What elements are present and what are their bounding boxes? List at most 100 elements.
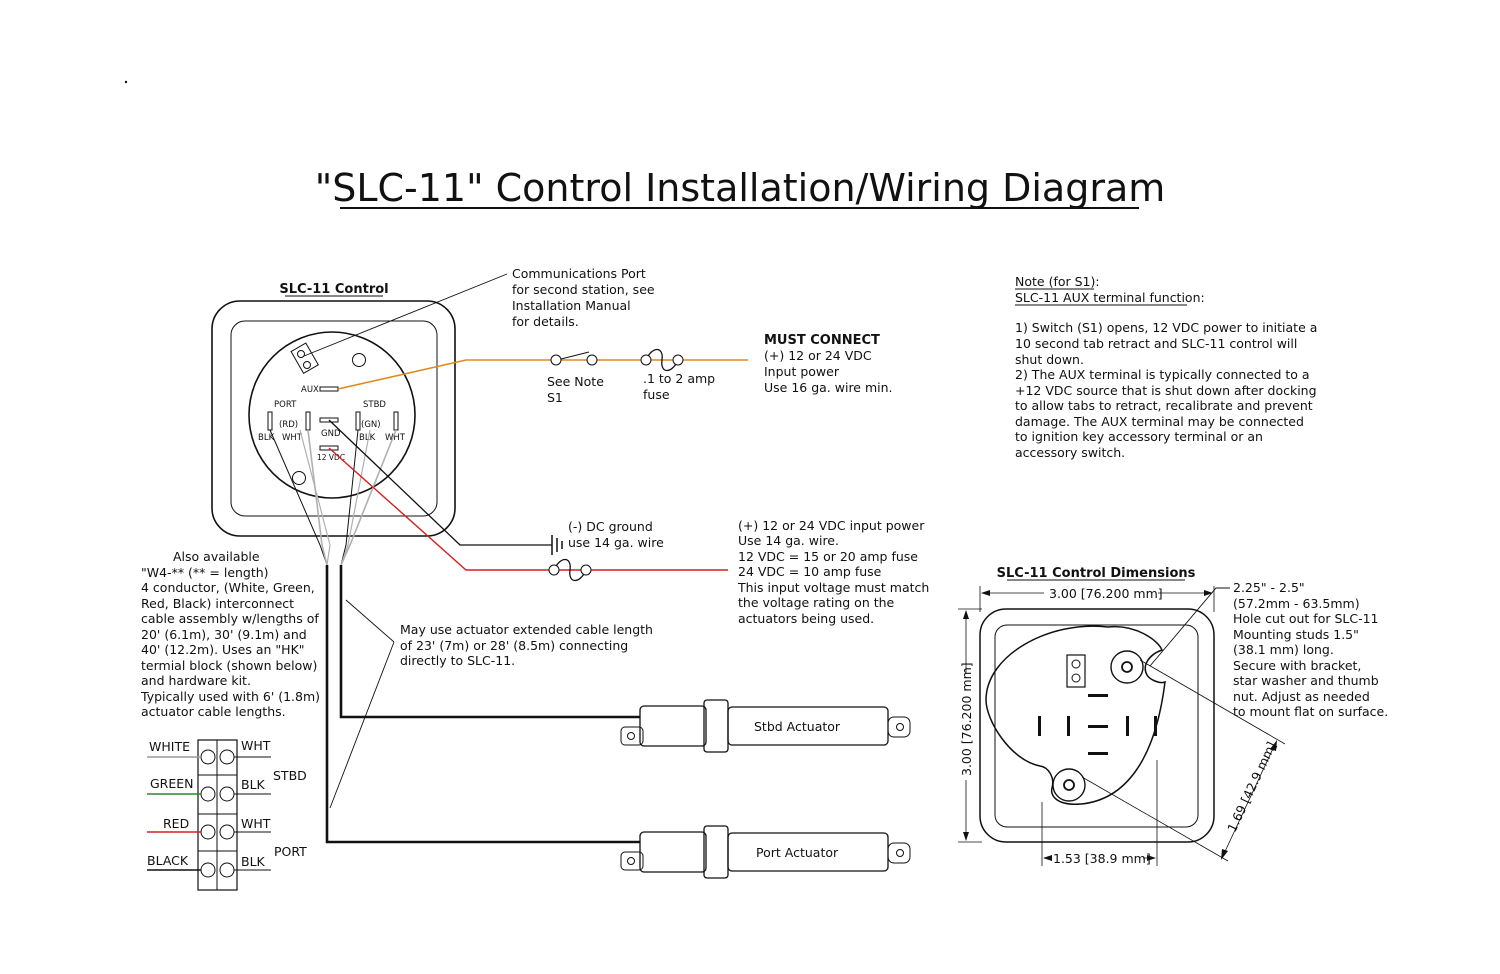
hole-note: 2.25" - 2.5" (57.2mm - 63.5mm) Hole cut …	[1233, 580, 1388, 719]
terminal-right-label: WHT	[241, 816, 271, 831]
note-s1-line: 2) The AUX terminal is typically connect…	[1015, 367, 1310, 382]
dim-control-outline	[985, 625, 1166, 805]
extended-cable-note: May use actuator extended cable length o…	[400, 622, 657, 668]
dimensions-heading: SLC-11 Control Dimensions	[997, 566, 1196, 581]
hole-note-leader	[1149, 587, 1230, 667]
ground-wire	[328, 419, 552, 546]
diag-arrow-top	[1270, 740, 1277, 751]
dim-terminal	[1067, 716, 1070, 736]
terminal-right-label: BLK	[241, 854, 266, 869]
dim-terminal	[1154, 716, 1157, 736]
also-available-line: cable assembly w/lengths of	[141, 611, 319, 626]
offset-arrow-left	[1043, 855, 1052, 861]
stbd-blk-label: BLK	[359, 433, 376, 443]
stbd-actuator-body	[639, 705, 707, 747]
also-available-line: Typically used with 6' (1.8m)	[140, 689, 320, 704]
power-note-line: Use 14 ga. wire.	[738, 533, 839, 548]
port-actuator-collar	[703, 825, 729, 879]
diag-arrow-bottom	[1221, 849, 1228, 860]
terminal-right-label: WHT	[241, 738, 271, 753]
hole-note-line: 2.25" - 2.5"	[1233, 580, 1305, 595]
port-actuator-rod	[887, 842, 911, 864]
terminal-screw	[219, 824, 235, 840]
power-fuse-end-right	[580, 564, 592, 576]
note-s1-line: shut down.	[1015, 352, 1084, 367]
dim-bottom-stud-inner	[1063, 779, 1075, 791]
also-available-line: Also available	[173, 549, 260, 564]
note-s1-line: to allow tabs to retract, recalibrate an…	[1015, 398, 1313, 413]
comm-port-leader	[303, 273, 508, 357]
switch-s1-note-line: See Note	[547, 374, 604, 389]
page-title: "SLC-11" Control Installation/Wiring Dia…	[315, 166, 1166, 210]
switch-s1-blade	[560, 351, 590, 360]
port-actuator: Port Actuator	[620, 825, 911, 879]
terminal-screw	[219, 749, 235, 765]
also-available-line: 4 conductor, (White, Green,	[141, 580, 315, 595]
diag-ext-top	[1139, 659, 1286, 745]
power-note: (+) 12 or 24 VDC input power Use 14 ga. …	[737, 518, 933, 626]
terminal-left-label: RED	[163, 816, 189, 831]
stbd-gn-label: (GN)	[361, 420, 381, 430]
stray-dot	[124, 80, 128, 84]
stbd-actuator-lead	[620, 726, 644, 746]
extended-cable-note-line: directly to SLC-11.	[400, 653, 515, 668]
dim-comm-pin-bottom	[1071, 673, 1081, 683]
also-available-line: and hardware kit.	[141, 673, 251, 688]
extended-cable-leader-top	[345, 599, 395, 643]
stbd-wht-wire	[340, 429, 397, 566]
note-s1-line: to ignition key accessory terminal or an	[1015, 429, 1263, 444]
offset-dimension: 1.53 [38.9 mm]	[1053, 851, 1151, 866]
control-outer-frame	[211, 300, 456, 537]
port-wht-terminal	[305, 411, 311, 431]
note-s1-heading-line: SLC-11 AUX terminal function:	[1015, 290, 1205, 305]
power-fuse	[553, 558, 587, 582]
must-connect-line: Use 16 ga. wire min.	[764, 380, 893, 395]
extended-cable-note-line: of 23' (7m) or 28' (8.5m) connecting	[400, 638, 628, 653]
switch-s1-note-line: S1	[547, 390, 563, 405]
control-mount-hole	[352, 353, 366, 367]
hole-note-line: star washer and thumb	[1233, 673, 1379, 688]
width-dimension: 3.00 [76.200 mm]	[1049, 586, 1163, 601]
power-note-line: actuators being used.	[738, 611, 874, 626]
terminal-left-label: BLACK	[147, 853, 189, 868]
switch-s1-contact-left	[550, 354, 562, 366]
comm-port-note-line: for details.	[512, 314, 579, 329]
hole-note-line: nut. Adjust as needed	[1233, 689, 1370, 704]
power-wire	[328, 447, 728, 571]
must-connect-heading: MUST CONNECT	[764, 333, 880, 348]
also-available-line: "W4-** (** = length)	[141, 565, 269, 580]
diag-dim-line	[1221, 741, 1277, 859]
height-arrow-top	[963, 610, 969, 619]
extended-cable-leader-bottom	[329, 641, 395, 809]
note-s1-body: 1) Switch (S1) opens, 12 VDC power to in…	[1015, 320, 1321, 460]
comm-port-pin-top	[297, 350, 305, 358]
terminal-right-label: BLK	[241, 777, 266, 792]
aux-fuse-note-line: .1 to 2 amp	[643, 371, 715, 386]
aux-fuse-end-right	[672, 354, 684, 366]
switch-s1-note: See Note S1	[547, 374, 608, 405]
hole-note-line: Secure with bracket,	[1233, 658, 1361, 673]
height-dimension: 3.00 [76.200 mm]	[959, 662, 974, 776]
dim-comm-port	[1066, 654, 1086, 688]
v12-terminal	[319, 445, 339, 451]
dim-bezel-inner	[994, 624, 1199, 828]
ground-note-line: (-) DC ground	[568, 519, 653, 534]
port-actuator-rod-hole	[896, 849, 904, 857]
port-wht-wire	[307, 429, 328, 566]
power-note-line: the voltage rating on the	[738, 595, 895, 610]
width-arrow-left	[981, 590, 990, 596]
comm-port-note: Communications Port for second station, …	[512, 266, 659, 329]
terminal-block: WHITE GREEN RED BLACK WHT BLK WHT BLK ST…	[147, 738, 307, 891]
hole-note-line: (57.2mm - 63.5mm)	[1233, 596, 1360, 611]
also-available-line: termial block (shown below)	[141, 658, 317, 673]
aux-fuse-note-line: fuse	[643, 387, 670, 402]
terminal-screw	[219, 786, 235, 802]
switch-s1-contact-right	[586, 354, 598, 366]
must-connect-text: (+) 12 or 24 VDC Input power Use 16 ga. …	[764, 348, 893, 395]
stbd-actuator-cable	[339, 565, 640, 719]
aux-fuse	[645, 348, 679, 372]
control-face-circle	[248, 331, 416, 499]
port-actuator-body	[639, 831, 707, 873]
dim-top-stud-inner	[1121, 661, 1133, 673]
